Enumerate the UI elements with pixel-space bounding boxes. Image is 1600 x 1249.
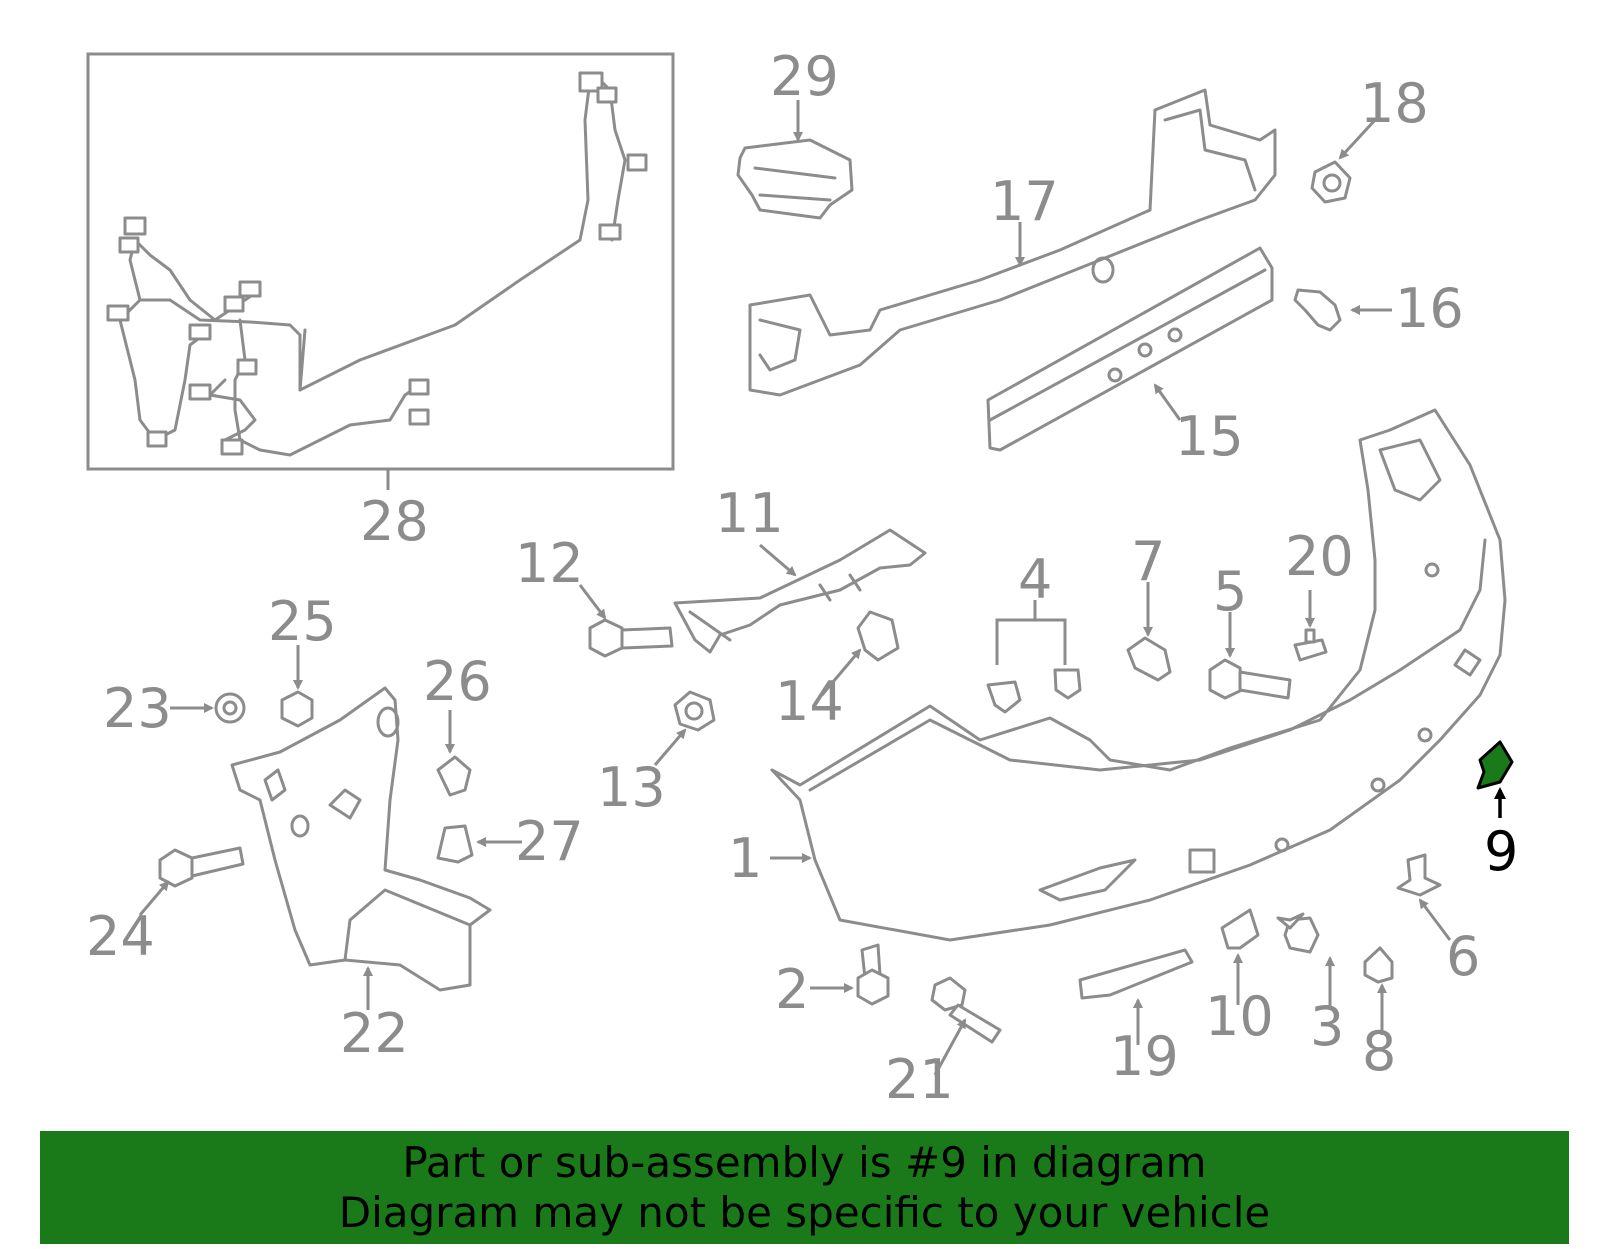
part-29-module	[736, 100, 854, 220]
part-26-clip	[436, 710, 472, 797]
part-7-clip	[1126, 582, 1172, 682]
part-20-clip	[1293, 590, 1328, 662]
callout-2: 2	[775, 958, 809, 1021]
callout-28: 28	[360, 490, 429, 553]
part-13-nut	[653, 690, 716, 766]
part-12-bolt	[578, 584, 674, 658]
callout-27: 27	[515, 810, 584, 873]
callout-14: 14	[775, 670, 844, 733]
part-15-absorber	[986, 246, 1274, 452]
callout-21: 21	[885, 1048, 954, 1111]
callout-19: 19	[1110, 1025, 1179, 1088]
callout-26: 26	[423, 650, 492, 713]
part-8-clip	[1363, 946, 1394, 1035]
callout-16: 16	[1395, 277, 1464, 340]
part-4-clips	[986, 600, 1082, 714]
callout-7: 7	[1131, 530, 1165, 593]
part-28-wiring-harness	[86, 52, 675, 490]
callout-1: 1	[728, 827, 762, 890]
callout-22: 22	[340, 1002, 409, 1065]
callout-10: 10	[1205, 985, 1274, 1048]
part-9-highlighted	[1476, 740, 1514, 818]
part-1-bumper-cover	[770, 408, 1507, 942]
callout-13: 13	[597, 756, 666, 819]
callout-24: 24	[86, 905, 155, 968]
callout-18: 18	[1360, 72, 1429, 135]
callout-6: 6	[1446, 925, 1480, 988]
part-6-pin	[1396, 853, 1452, 941]
callout-17: 17	[990, 170, 1059, 233]
callout-4: 4	[1018, 548, 1052, 611]
part-25-nut	[280, 645, 314, 728]
part-27-clip	[436, 824, 522, 864]
callout-23: 23	[103, 677, 172, 740]
callout-8: 8	[1362, 1020, 1396, 1083]
callout-3: 3	[1310, 995, 1344, 1058]
part-22-bracket	[230, 686, 492, 1010]
part-16-clip	[1293, 288, 1392, 332]
callout-15: 15	[1175, 405, 1244, 468]
part-18-nut	[1310, 118, 1377, 204]
part-3-bolt	[1276, 912, 1335, 1008]
callout-20: 20	[1285, 525, 1354, 588]
part-14-clip	[820, 610, 900, 696]
info-banner: Part or sub-assembly is #9 in diagram Di…	[40, 1131, 1569, 1244]
banner-line-2: Diagram may not be specific to your vehi…	[338, 1187, 1271, 1237]
callout-25: 25	[268, 590, 337, 653]
banner-line-1: Part or sub-assembly is #9 in diagram	[402, 1137, 1207, 1187]
part-11-bracket	[673, 528, 927, 654]
part-21-bolt	[930, 976, 1002, 1076]
callout-labels: 29 17 18 16 15 28 11 12 4 7 5 20 25 26 2…	[86, 45, 1518, 1111]
callout-5: 5	[1213, 560, 1247, 623]
part-17-reinforcement	[748, 88, 1277, 397]
part-19-strip	[1078, 948, 1194, 1045]
part-10-clip	[1220, 908, 1260, 1005]
part-24-bolt	[138, 846, 245, 916]
callout-12: 12	[515, 532, 584, 595]
callout-29: 29	[770, 45, 839, 108]
callout-11: 11	[715, 482, 784, 545]
part-23-clip	[170, 692, 246, 724]
callout-9: 9	[1484, 820, 1518, 883]
part-5-bolt	[1208, 612, 1292, 700]
part-2-bolt	[810, 943, 890, 1006]
